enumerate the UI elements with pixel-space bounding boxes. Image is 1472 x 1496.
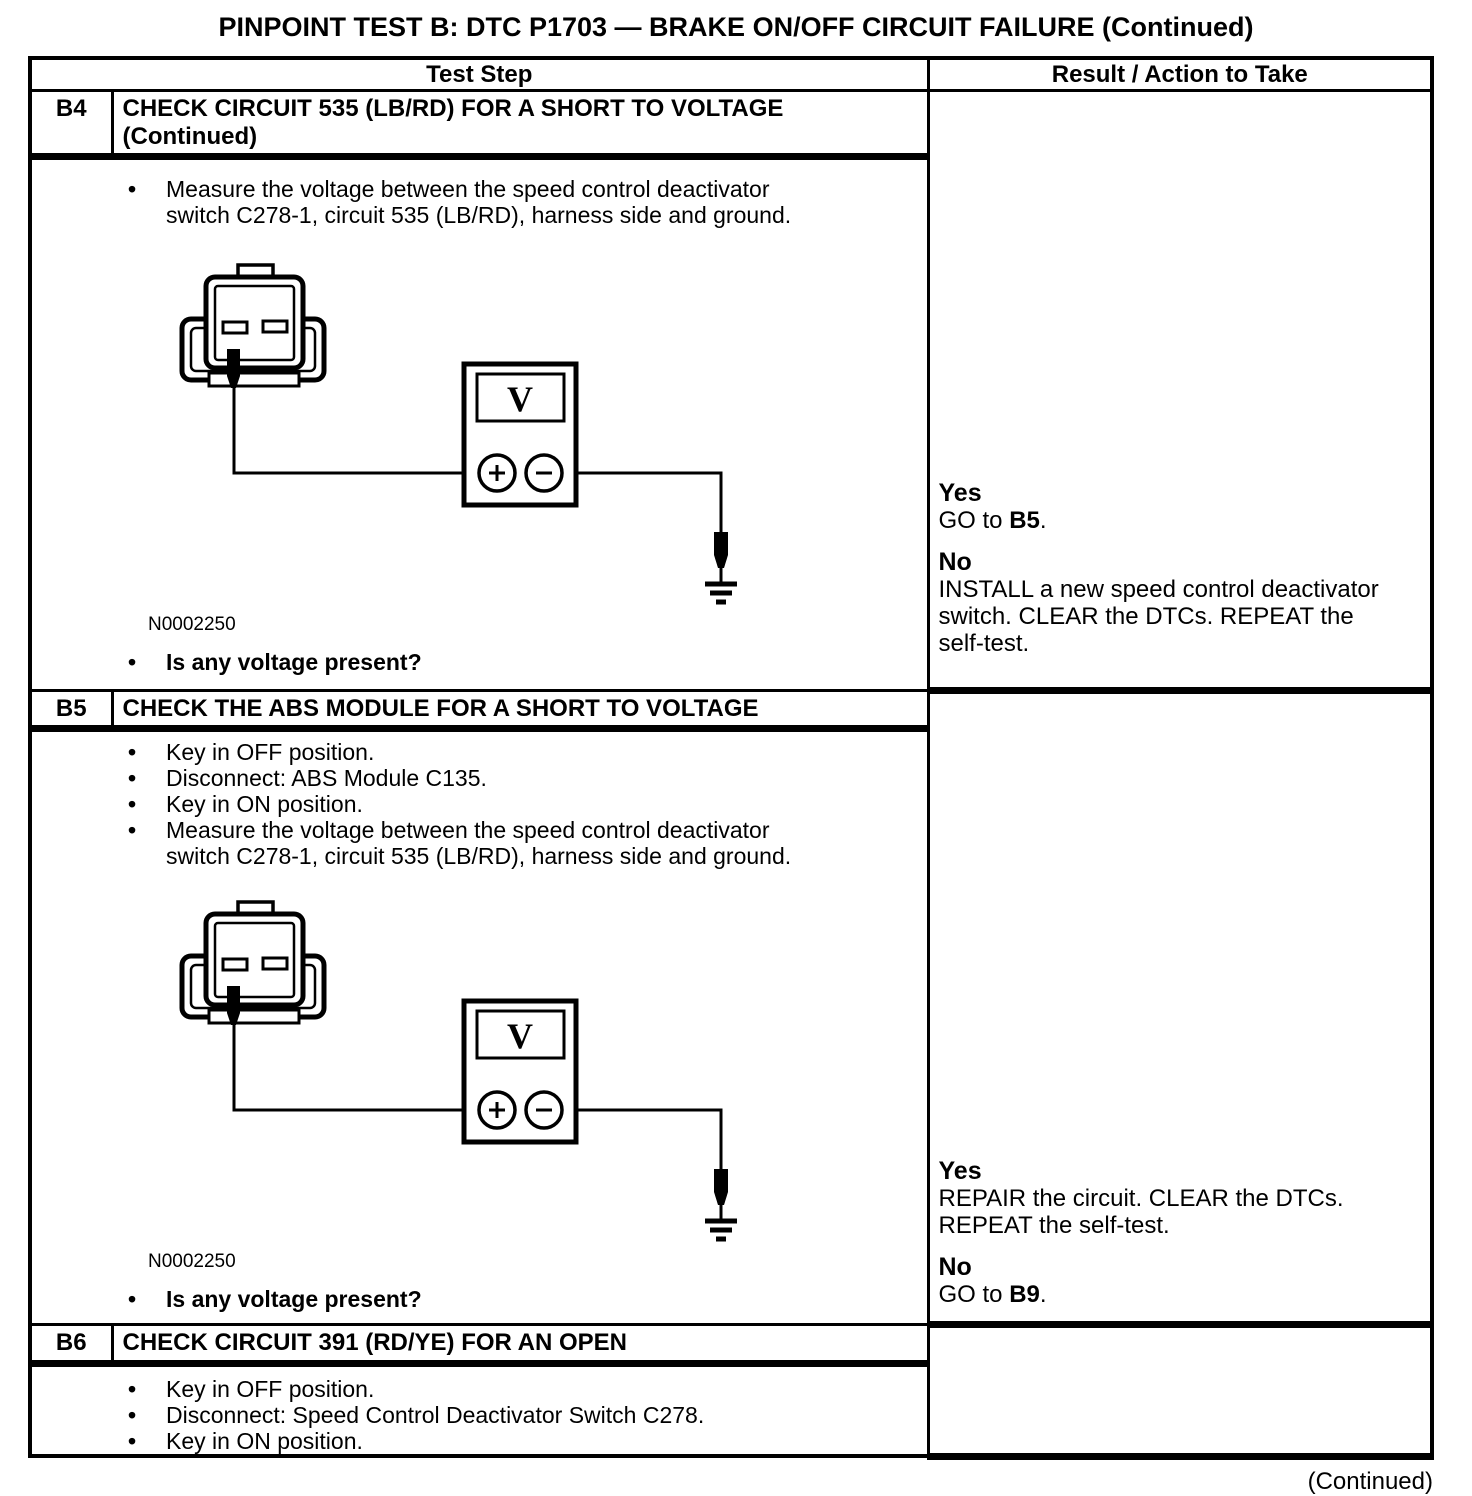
circuit-diagram: V <box>179 900 737 1242</box>
result-yes-action: GO to B5. <box>938 507 1047 534</box>
bullet-icon <box>122 1402 166 1428</box>
circuit-diagram: V <box>179 263 737 605</box>
goto-target: B5 <box>1009 507 1040 534</box>
section-b4-content-row: Measure the voltage between the speed co… <box>28 155 1432 692</box>
step-instruction: Key in OFF position. <box>122 739 925 765</box>
step-id-b5: B5 <box>28 689 114 732</box>
test-probe-ground <box>714 1169 728 1205</box>
figure-label: N0002250 <box>148 1251 236 1272</box>
section-b6-header-row: B6 CHECK CIRCUIT 391 (RD/YE) FOR AN OPEN <box>28 1323 1434 1460</box>
voltmeter-v-label: V <box>507 1016 533 1056</box>
wire-negative <box>562 471 723 534</box>
pinpoint-test-table: Test Step Result / Action to Take B4 CHE… <box>28 56 1434 1460</box>
test-probe-positive <box>227 986 240 1025</box>
test-probe-ground <box>714 532 728 568</box>
result-no-label: No <box>938 1253 972 1281</box>
page-title: PINPOINT TEST B: DTC P1703 — BRAKE ON/OF… <box>218 12 1254 42</box>
column-header-result: Result / Action to Take <box>926 56 1434 92</box>
goto-target: B9 <box>1009 1281 1040 1308</box>
figure-label: N0002250 <box>148 614 236 635</box>
step-title-b6: CHECK CIRCUIT 391 (RD/YE) FOR AN OPEN <box>110 1323 930 1367</box>
pin-slot-2 <box>261 319 289 334</box>
result-no-label: No <box>938 548 972 576</box>
wire-negative <box>562 1108 723 1171</box>
test-probe-positive <box>227 349 240 388</box>
section-b5-content-row: Key in OFF position. Disconnect: ABS Mod… <box>28 727 1432 1326</box>
bullet-icon <box>122 649 166 675</box>
pin-slot-1 <box>221 320 249 335</box>
bullet-icon <box>122 739 166 765</box>
column-header-test-step: Test Step <box>28 56 930 92</box>
connector-upper-body <box>203 911 306 1008</box>
test-step-cell-b5: Key in OFF position. Disconnect: ABS Mod… <box>28 727 930 1326</box>
result-yes-label: Yes <box>938 1157 982 1185</box>
connector-flange <box>207 371 301 388</box>
bullet-icon <box>122 176 166 228</box>
step-instruction: Measure the voltage between the speed co… <box>122 176 925 228</box>
step-instruction: Disconnect: ABS Module C135. <box>122 765 925 791</box>
wire-positive <box>232 1021 479 1112</box>
section-b5-header-row: B5 CHECK THE ABS MODULE FOR A SHORT TO V… <box>28 689 1434 1328</box>
result-no-action: GO to B9. <box>938 1281 1047 1308</box>
pin-slot-2 <box>261 956 289 971</box>
table-header-row: Test Step Result / Action to Take <box>28 56 1434 92</box>
step-instruction: Measure the voltage between the speed co… <box>122 817 925 869</box>
step-question: Is any voltage present? <box>122 649 925 675</box>
bullet-icon <box>122 765 166 791</box>
step-question: Is any voltage present? <box>122 1286 925 1312</box>
section-b6-content-row: Key in OFF position. Disconnect: Speed C… <box>28 1362 1432 1458</box>
result-cell-b4: Yes GO to B5. No INSTALL a new speed con… <box>926 89 1434 694</box>
step-instruction: Key in ON position. <box>122 791 925 817</box>
step-instruction: Disconnect: Speed Control Deactivator Sw… <box>122 1402 925 1428</box>
pin-slot-1 <box>221 957 249 972</box>
result-yes-label: Yes <box>938 479 982 507</box>
test-step-cell-b6: Key in OFF position. Disconnect: Speed C… <box>28 1362 930 1458</box>
step-title-b4: CHECK CIRCUIT 535 (LB/RD) FOR A SHORT TO… <box>110 89 930 160</box>
step-instruction: Key in OFF position. <box>122 1376 925 1402</box>
wire-positive <box>232 384 479 475</box>
connector-flange <box>207 1008 301 1025</box>
section-b4-header-row: B4 CHECK CIRCUIT 535 (LB/RD) FOR A SHORT… <box>28 89 1434 694</box>
result-no-action: INSTALL a new speed control deactivator … <box>938 576 1379 657</box>
result-cell-b6 <box>926 1323 1434 1460</box>
bullet-icon <box>122 1428 166 1453</box>
voltmeter-v-label: V <box>507 379 533 419</box>
test-step-cell-b4: Measure the voltage between the speed co… <box>28 155 930 692</box>
bullet-icon <box>122 1376 166 1402</box>
result-yes-action: REPAIR the circuit. CLEAR the DTCs. REPE… <box>938 1185 1344 1239</box>
step-id-b6: B6 <box>28 1323 114 1367</box>
voltmeter-display <box>475 1009 566 1060</box>
bullet-icon <box>122 1286 166 1312</box>
step-id-b4: B4 <box>28 89 114 160</box>
step-title-b5: CHECK THE ABS MODULE FOR A SHORT TO VOLT… <box>110 689 930 732</box>
bullet-icon <box>122 791 166 817</box>
voltmeter-display <box>475 372 566 423</box>
step-instruction: Key in ON position. <box>122 1428 925 1453</box>
connector-upper-body <box>203 274 306 371</box>
result-cell-b5: Yes REPAIR the circuit. CLEAR the DTCs. … <box>926 689 1434 1328</box>
bullet-icon <box>122 817 166 869</box>
